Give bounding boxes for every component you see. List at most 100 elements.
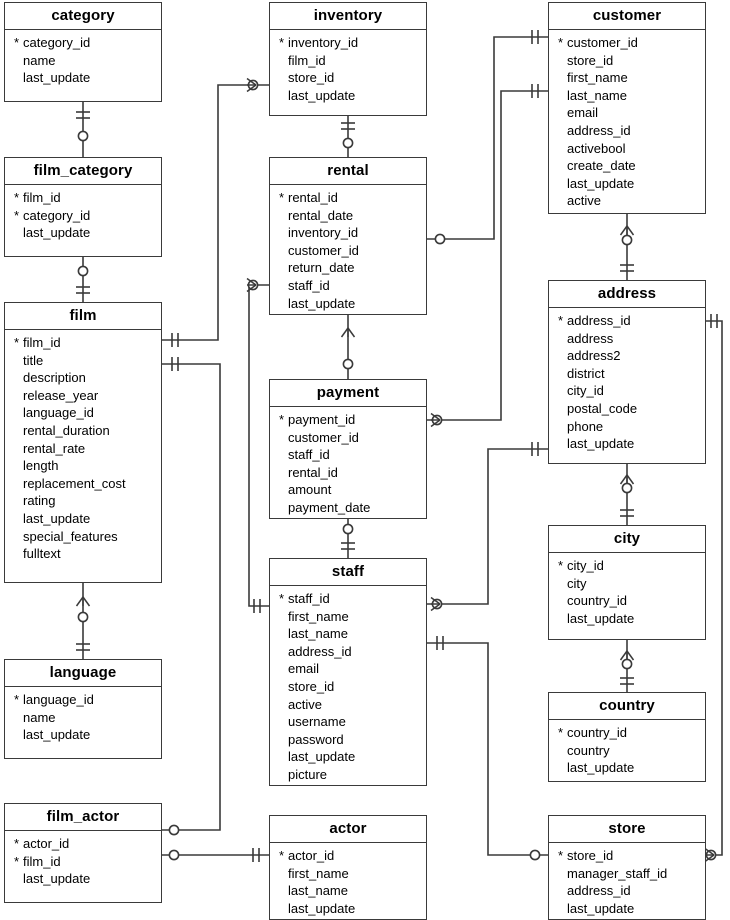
primary-key-attribute-city-city_id[interactable]: *city_id — [549, 557, 705, 575]
edge-e-city-country[interactable] — [619, 640, 635, 692]
attribute-country-last_update[interactable]: last_update — [549, 759, 705, 777]
attribute-payment-staff_id[interactable]: staff_id — [270, 446, 426, 464]
primary-key-attribute-film_category-film_id[interactable]: *film_id — [5, 189, 161, 207]
attribute-customer-email[interactable]: email — [549, 104, 705, 122]
attribute-actor-last_name[interactable]: last_name — [270, 882, 426, 900]
attribute-city-city[interactable]: city — [549, 575, 705, 593]
attribute-address-phone[interactable]: phone — [549, 418, 705, 436]
edge-e-staff-rental[interactable] — [246, 277, 269, 614]
attribute-film-replacement_cost[interactable]: replacement_cost — [5, 475, 161, 493]
primary-key-attribute-inventory-inventory_id[interactable]: *inventory_id — [270, 34, 426, 52]
primary-key-attribute-actor-actor_id[interactable]: *actor_id — [270, 847, 426, 865]
attribute-category-name[interactable]: name — [5, 52, 161, 70]
attribute-payment-amount[interactable]: amount — [270, 481, 426, 499]
attribute-rental-return_date[interactable]: return_date — [270, 259, 426, 277]
attribute-address-address2[interactable]: address2 — [549, 347, 705, 365]
attribute-film-rating[interactable]: rating — [5, 492, 161, 510]
edge-e-customer-address[interactable] — [619, 214, 635, 280]
attribute-film-rental_duration[interactable]: rental_duration — [5, 422, 161, 440]
edge-e-staff-store[interactable] — [427, 636, 548, 861]
primary-key-attribute-film-film_id[interactable]: *film_id — [5, 334, 161, 352]
attribute-payment-rental_id[interactable]: rental_id — [270, 464, 426, 482]
attribute-staff-picture[interactable]: picture — [270, 766, 426, 784]
edge-e-customer-payment[interactable] — [427, 84, 548, 428]
attribute-actor-first_name[interactable]: first_name — [270, 865, 426, 883]
attribute-customer-create_date[interactable]: create_date — [549, 157, 705, 175]
primary-key-attribute-film_category-category_id[interactable]: *category_id — [5, 207, 161, 225]
attribute-country-country[interactable]: country — [549, 742, 705, 760]
attribute-staff-store_id[interactable]: store_id — [270, 678, 426, 696]
primary-key-attribute-payment-payment_id[interactable]: *payment_id — [270, 411, 426, 429]
edge-e-film-film_actor[interactable] — [162, 357, 221, 836]
primary-key-attribute-film_actor-film_id[interactable]: *film_id — [5, 853, 161, 871]
edge-e-film-inventory[interactable] — [162, 77, 269, 348]
attribute-film-description[interactable]: description — [5, 369, 161, 387]
attribute-film-language_id[interactable]: language_id — [5, 404, 161, 422]
attribute-film-release_year[interactable]: release_year — [5, 387, 161, 405]
primary-key-attribute-customer-customer_id[interactable]: *customer_id — [549, 34, 705, 52]
attribute-address-postal_code[interactable]: postal_code — [549, 400, 705, 418]
attribute-language-last_update[interactable]: last_update — [5, 726, 161, 744]
primary-key-attribute-country-country_id[interactable]: *country_id — [549, 724, 705, 742]
primary-key-attribute-rental-rental_id[interactable]: *rental_id — [270, 189, 426, 207]
attribute-category-last_update[interactable]: last_update — [5, 69, 161, 87]
attribute-film-fulltext[interactable]: fulltext — [5, 545, 161, 563]
attribute-film_category-last_update[interactable]: last_update — [5, 224, 161, 242]
edge-e-address-staff[interactable] — [427, 442, 548, 612]
attribute-staff-active[interactable]: active — [270, 696, 426, 714]
attribute-customer-first_name[interactable]: first_name — [549, 69, 705, 87]
attribute-payment-customer_id[interactable]: customer_id — [270, 429, 426, 447]
primary-key-attribute-film_actor-actor_id[interactable]: *actor_id — [5, 835, 161, 853]
attribute-address-last_update[interactable]: last_update — [549, 435, 705, 453]
attribute-staff-password[interactable]: password — [270, 731, 426, 749]
attribute-film-last_update[interactable]: last_update — [5, 510, 161, 528]
primary-key-attribute-address-address_id[interactable]: *address_id — [549, 312, 705, 330]
attribute-staff-first_name[interactable]: first_name — [270, 608, 426, 626]
attribute-address-district[interactable]: district — [549, 365, 705, 383]
primary-key-attribute-category-category_id[interactable]: *category_id — [5, 34, 161, 52]
attribute-actor-last_update[interactable]: last_update — [270, 900, 426, 918]
edge-e-film_category-film[interactable] — [76, 257, 90, 302]
attribute-staff-last_name[interactable]: last_name — [270, 625, 426, 643]
primary-key-attribute-store-store_id[interactable]: *store_id — [549, 847, 705, 865]
edge-e-film-language[interactable] — [75, 583, 91, 659]
attribute-customer-store_id[interactable]: store_id — [549, 52, 705, 70]
primary-key-attribute-staff-staff_id[interactable]: *staff_id — [270, 590, 426, 608]
attribute-city-last_update[interactable]: last_update — [549, 610, 705, 628]
attribute-rental-rental_date[interactable]: rental_date — [270, 207, 426, 225]
attribute-staff-username[interactable]: username — [270, 713, 426, 731]
primary-key-attribute-language-language_id[interactable]: *language_id — [5, 691, 161, 709]
attribute-store-last_update[interactable]: last_update — [549, 900, 705, 918]
edge-e-inventory-rental[interactable] — [341, 116, 355, 157]
attribute-rental-last_update[interactable]: last_update — [270, 295, 426, 313]
attribute-film_actor-last_update[interactable]: last_update — [5, 870, 161, 888]
attribute-customer-last_update[interactable]: last_update — [549, 175, 705, 193]
attribute-film-length[interactable]: length — [5, 457, 161, 475]
attribute-address-city_id[interactable]: city_id — [549, 382, 705, 400]
attribute-staff-last_update[interactable]: last_update — [270, 748, 426, 766]
attribute-payment-payment_date[interactable]: payment_date — [270, 499, 426, 517]
attribute-film-special_features[interactable]: special_features — [5, 528, 161, 546]
attribute-address-address[interactable]: address — [549, 330, 705, 348]
attribute-city-country_id[interactable]: country_id — [549, 592, 705, 610]
edge-e-rental-payment[interactable] — [340, 315, 356, 379]
attribute-language-name[interactable]: name — [5, 709, 161, 727]
attribute-store-manager_staff_id[interactable]: manager_staff_id — [549, 865, 705, 883]
attribute-customer-last_name[interactable]: last_name — [549, 87, 705, 105]
attribute-store-address_id[interactable]: address_id — [549, 882, 705, 900]
attribute-inventory-film_id[interactable]: film_id — [270, 52, 426, 70]
edge-e-actor-film_actor[interactable] — [162, 848, 269, 862]
edge-e-customer-rental[interactable] — [427, 30, 548, 245]
attribute-staff-address_id[interactable]: address_id — [270, 643, 426, 661]
